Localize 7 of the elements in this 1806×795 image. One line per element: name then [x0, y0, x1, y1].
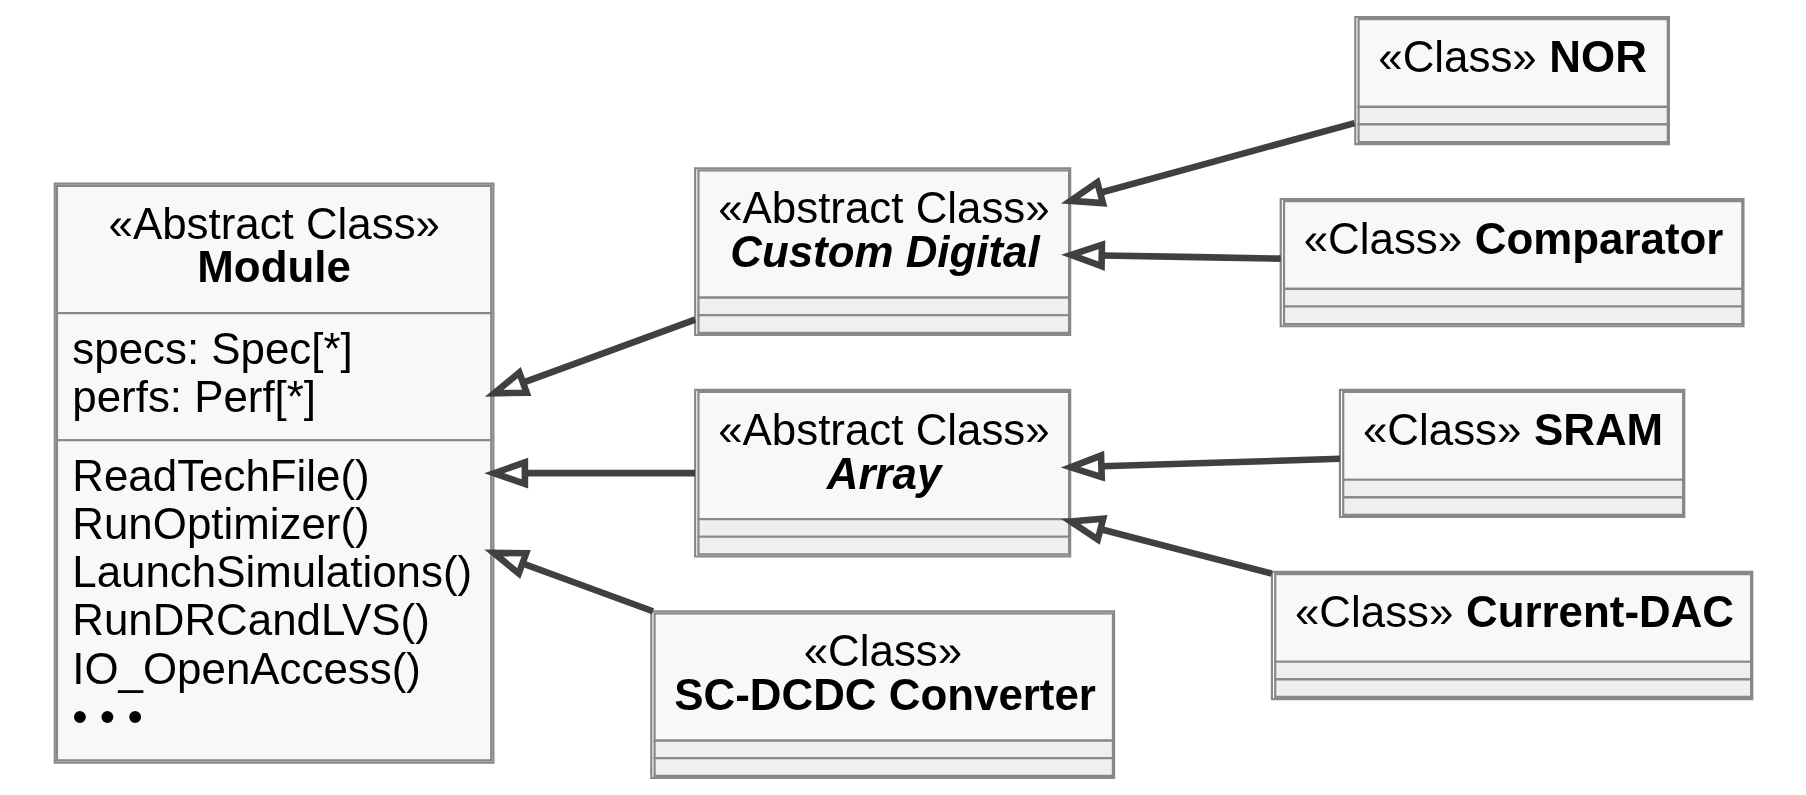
- arrow: [483, 549, 654, 615]
- arrow: [484, 316, 696, 397]
- arrow: [1060, 450, 1340, 482]
- arrow: [483, 457, 695, 489]
- arrow: [1060, 240, 1281, 271]
- arrow: [1060, 515, 1273, 577]
- arrow: [1060, 119, 1355, 207]
